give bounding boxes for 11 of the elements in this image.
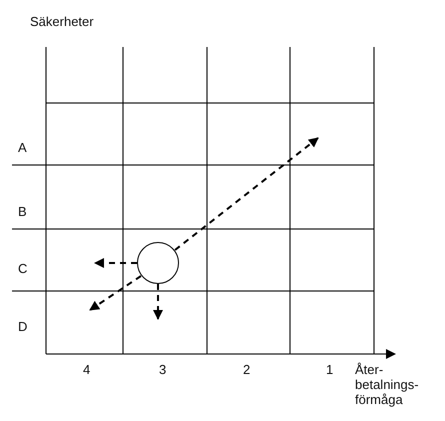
column-label: 2 (243, 362, 250, 377)
row-label: C (18, 261, 28, 276)
column-label: 4 (83, 362, 90, 377)
axis-title: Säkerheter (30, 14, 94, 29)
position-circle (137, 242, 179, 284)
column-label: 1 (326, 362, 334, 377)
row-label: A (18, 140, 27, 155)
axis-title: Åter- betalnings- förmåga (355, 362, 417, 407)
row-label: D (18, 319, 28, 334)
row-label: B (18, 204, 27, 219)
column-label: 3 (159, 362, 166, 377)
